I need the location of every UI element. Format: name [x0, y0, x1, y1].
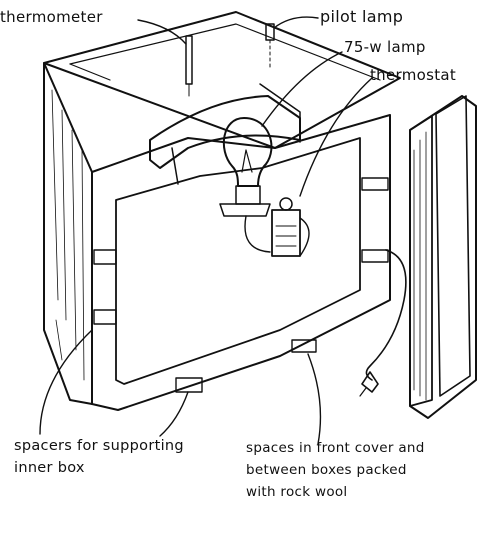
thermometer-leader — [137, 19, 187, 45]
pilot-lamp-leader — [273, 16, 319, 29]
wood-grain-left — [51, 89, 85, 381]
label-thermostat: thermostat — [370, 66, 456, 84]
insulation-frame — [91, 114, 391, 411]
label-spacers-line1: spacers for supporting — [14, 438, 184, 454]
outer-box — [43, 11, 401, 405]
spacers — [93, 177, 389, 393]
thermostat-icon — [244, 197, 310, 257]
spacers-leader-2 — [159, 391, 189, 437]
outer-box-top — [43, 11, 401, 149]
spaces-leader — [307, 353, 322, 445]
label-spaces-line3: with rock wool — [246, 484, 348, 500]
spacers-leader — [39, 329, 93, 435]
thermometer-icon — [185, 35, 193, 97]
front-cover — [409, 95, 477, 419]
outer-box-left-side — [43, 62, 93, 405]
pilot-lamp-icon — [265, 23, 275, 71]
bulb-icon — [219, 117, 273, 217]
thermostat-leader — [299, 77, 373, 197]
label-spacers-line2: inner box — [14, 460, 85, 476]
label-spaces-line2: between boxes packed — [246, 462, 407, 478]
inner-cavity — [115, 137, 361, 385]
leader-lines — [39, 16, 373, 445]
label-thermometer: thermometer — [0, 8, 103, 26]
label-spaces-line1: spaces in front cover and — [246, 440, 425, 456]
label-pilot-lamp: pilot lamp — [320, 7, 403, 26]
label-75w-lamp: 75-w lamp — [344, 38, 426, 56]
rock-wool-frame — [91, 114, 391, 411]
lamp-bracket — [149, 83, 301, 185]
power-cord — [359, 249, 407, 397]
lamp-leader — [261, 51, 343, 127]
